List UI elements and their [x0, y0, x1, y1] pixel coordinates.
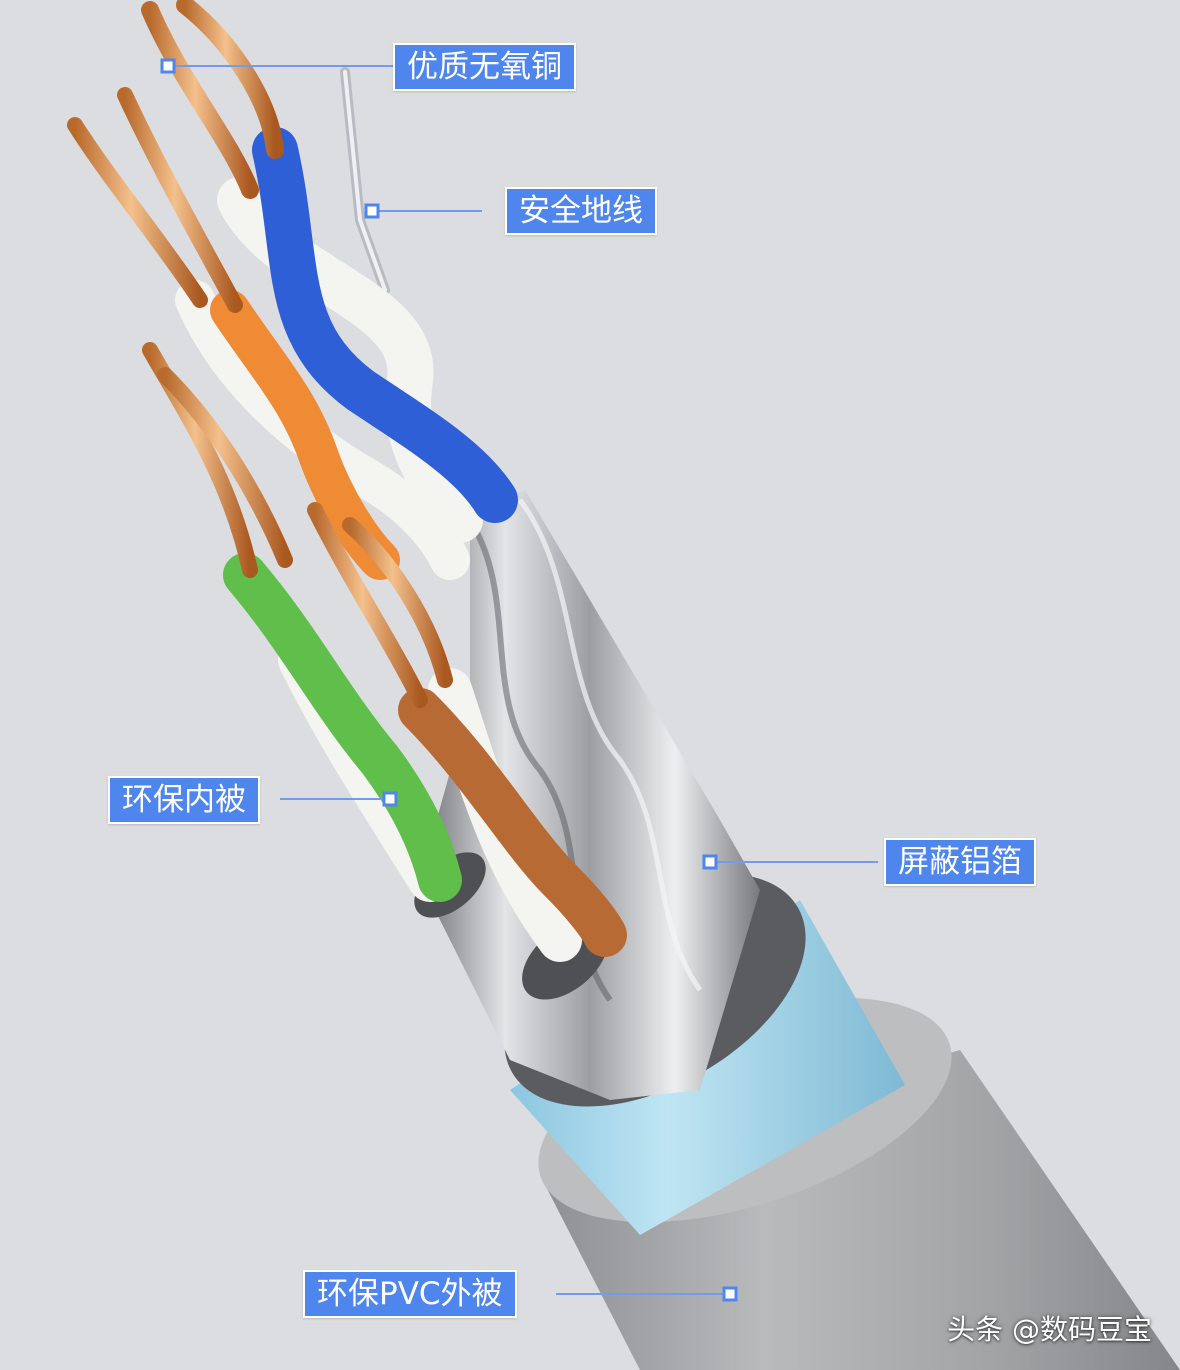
leader-lines: [168, 65, 878, 1295]
copper-conductor-label: 优质无氧铜: [393, 43, 576, 91]
watermark: 头条 @数码豆宝: [947, 1313, 1152, 1346]
inner-jacket-label: 环保内被: [108, 776, 260, 824]
pair-green: [142, 342, 462, 902]
ground-wire-label: 安全地线: [505, 187, 657, 235]
foil-shield-label: 屏蔽铝箔: [884, 838, 1036, 886]
leader-anchors: [160, 58, 738, 1302]
ground-wire: [340, 67, 390, 295]
outer-jacket-label: 环保PVC外被: [303, 1270, 517, 1318]
pair-blue: [141, 0, 518, 543]
foil-pairs: [414, 490, 760, 1100]
pair-brown: [307, 502, 627, 962]
